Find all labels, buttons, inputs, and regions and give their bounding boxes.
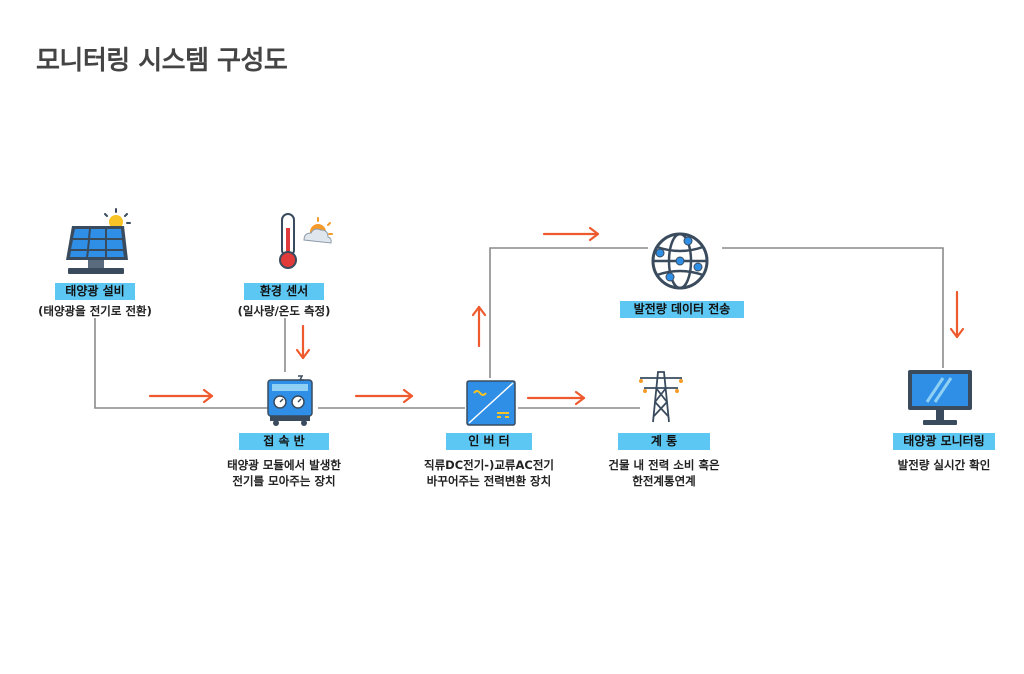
solar-panel-icon: [66, 208, 131, 274]
junction-box-icon: [267, 375, 313, 426]
line-solar-junction: [94, 318, 268, 409]
junction-desc-2: 전기를 모아주는 장치: [232, 474, 336, 488]
inverter-icon: [466, 380, 516, 426]
arrow-right-top: [542, 226, 600, 242]
grid-label: 계 통: [618, 433, 710, 450]
sensor-desc: (일사량/온도 측정): [237, 304, 331, 318]
inverter-label: 인 버 터: [446, 433, 532, 450]
sensor-label: 환경 센서: [244, 283, 324, 300]
monitoring-desc: 발전량 실시간 확인: [897, 458, 991, 472]
arrow-up-inverter: [471, 305, 487, 348]
line-inverter-data: [489, 247, 648, 378]
transmission-tower-icon: [639, 371, 683, 423]
globe-network-icon: [651, 232, 709, 290]
arrow-down-monitor: [949, 290, 965, 339]
junction-desc-1: 태양광 모듈에서 발생한: [227, 458, 341, 472]
arrow-right-3: [526, 390, 586, 406]
monitor-icon: [908, 370, 972, 425]
arrow-right-1: [148, 388, 214, 404]
arrow-right-2: [354, 388, 414, 404]
line-data-monitor: [722, 247, 944, 368]
inverter-desc-2: 바꾸어주는 전력변환 장치: [426, 474, 552, 488]
grid-desc-2: 한전계통연계: [632, 474, 696, 488]
inverter-desc-1: 직류DC전기-)교류AC전기: [424, 458, 554, 472]
solar-label: 태양광 설비: [55, 283, 135, 300]
solar-desc: (태양광을 전기로 전환): [38, 304, 152, 318]
thermometer-icon: [279, 213, 333, 269]
data-transfer-label: 발전량 데이터 전송: [620, 301, 744, 318]
arrow-down-sensor: [295, 324, 311, 360]
monitoring-label: 태양광 모니터링: [893, 433, 995, 450]
page-title: 모니터링 시스템 구성도: [36, 46, 288, 76]
grid-desc-1: 건물 내 전력 소비 혹은: [608, 458, 720, 472]
junction-label: 접 속 반: [239, 433, 329, 450]
